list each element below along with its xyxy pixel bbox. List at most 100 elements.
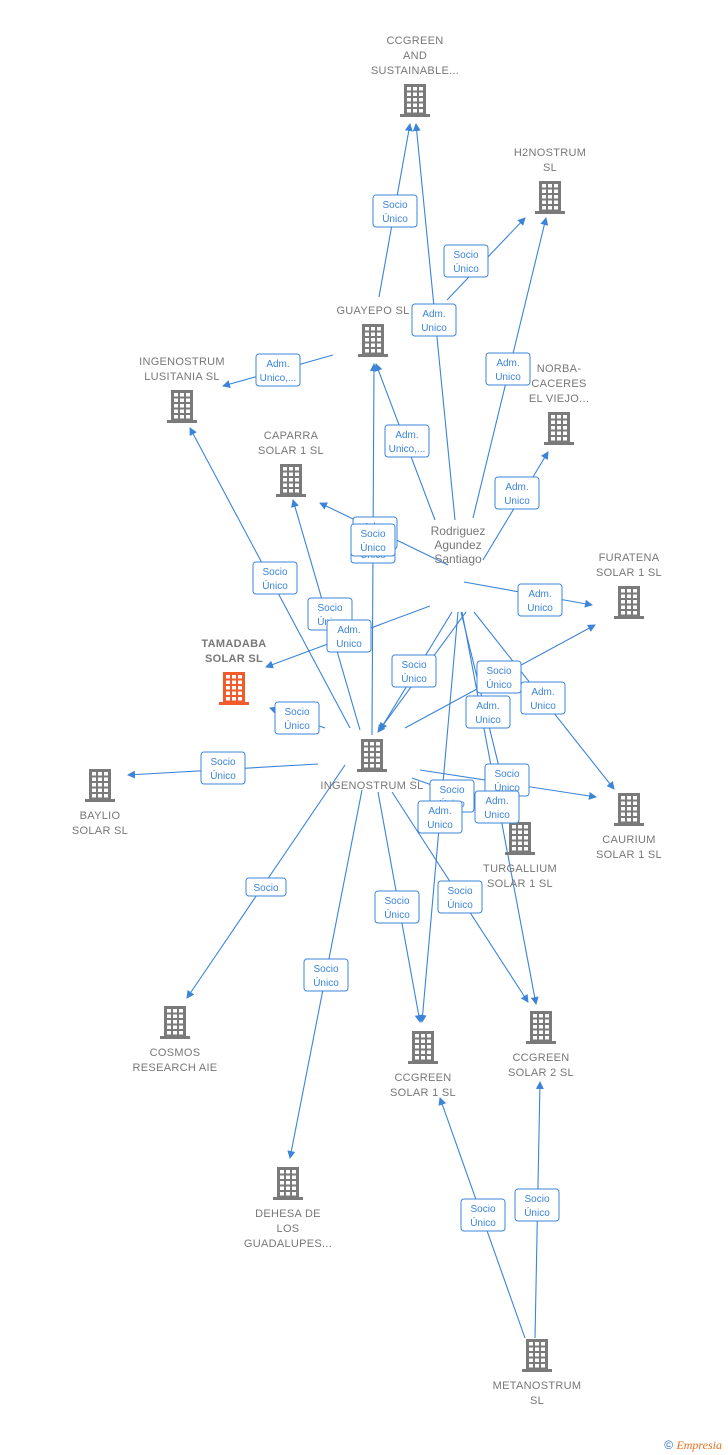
node-label-line: CACERES [531,378,586,390]
edge-label-rodriguez-to-caurium[interactable]: Adm.Unico [520,681,566,715]
edge-label-rodriguez-to-tamadaba[interactable]: Adm.Unico [326,619,372,653]
node-label-line: SOLAR 1 SL [487,878,553,890]
node-label-line: CCGREEN [394,1072,451,1084]
node-tamadaba[interactable]: TAMADABA SOLAR SL [201,638,266,705]
building-icon [400,84,430,117]
edge-label-rodriguez-to-h2nostrum[interactable]: Adm.Unico [485,352,531,386]
edge-label-text: Socio [447,886,472,897]
node-label-line: CCGREEN [386,35,443,47]
node-guayepo[interactable]: GUAYEPO SL [336,305,409,357]
edge-label-text: Adm. [528,589,551,600]
node-label-line: Agundez [434,538,481,552]
building-icon [522,1339,552,1372]
edge-label-text: Adm. [266,359,289,370]
edge-label-rodriguez-to-ccgreen_sust[interactable]: Adm.Unico [411,303,457,337]
edge-label-text: Único [470,1216,496,1229]
brand-logo-text[interactable]: Empresia [676,1438,722,1452]
node-label-line: SOLAR 1 SL [596,567,662,579]
node-label-line: SOLAR 1 SL [390,1087,456,1099]
node-dehesa[interactable]: DEHESA DELOSGUADALUPES... [244,1167,332,1250]
edge-label-text: Socio [401,660,426,671]
edge-label-text: Único [453,262,479,275]
edge-label-text: Socio [317,603,342,614]
edge-label-rodriguez-to-turgallium[interactable]: Adm.Unico [465,695,511,729]
building-icon [526,1011,556,1044]
node-baylio[interactable]: BAYLIO SOLAR SL [72,769,128,837]
node-label-line: DEHESA DE [255,1208,321,1220]
edge-label-text: Unico [495,372,521,383]
node-label-line: RESEARCH AIE [133,1062,218,1074]
edge-label-text: Socio [313,964,338,975]
node-label-line: BAYLIO [80,810,121,822]
footer-credit: © Empresia [664,1438,722,1453]
edge-label-guayepo-to-ingenostrum_lusitania[interactable]: Adm. Unico,... [255,353,301,387]
building-icon [544,412,574,445]
node-ccgreen2[interactable]: CCGREEN SOLAR 2 SL [508,1011,574,1079]
edge-label-rodriguez-to-norba[interactable]: Adm.Unico [494,476,540,510]
edge-label-text: Adm. [428,806,451,817]
node-ccgreen_sust[interactable]: CCGREENANDSUSTAINABLE... [371,35,459,117]
node-label-line: SOLAR 2 SL [508,1067,574,1079]
node-label-line: GUADALUPES... [244,1238,332,1250]
edge-label-rodriguez-to-guayepo[interactable]: Adm. Unico,... [384,424,430,458]
edge-label-text: Unico,... [260,373,297,384]
edge-label-rodriguez-to-furatena[interactable]: Adm. Unico [517,583,563,617]
edge-label-text: Unico [484,810,510,821]
edge-label-text: Adm. [395,430,418,441]
edge-label-text: Socio [494,769,519,780]
building-icon [535,181,565,214]
edge-label-text: Unico [527,603,553,614]
node-label-line: METANOSTRUM [493,1380,582,1392]
edge-label-text: Socio [486,666,511,677]
node-label-line: NORBA- [537,363,582,375]
node-label-line: SOLAR 1 SL [258,445,324,457]
edge-label-rodriguez-to-ccgreen2[interactable]: Adm.Unico [474,790,520,824]
edge-label-text: Socio [210,757,235,768]
edge-label-text: Socio [384,896,409,907]
node-label-line: SOLAR SL [205,653,263,665]
node-label-line: H2NOSTRUM [514,147,586,159]
edge-label-text: Único [486,678,512,691]
edge-label-text: Unico,... [389,444,426,455]
edge-label-text: Unico [530,701,556,712]
edge-label-text: Unico [475,715,501,726]
node-ingenostrum[interactable]: INGENOSTRUM SL [320,739,423,792]
node-label-line: SUSTAINABLE... [371,65,459,77]
building-icon [614,793,644,826]
node-label-line: SOLAR SL [72,825,128,837]
node-ccgreen1[interactable]: CCGREEN SOLAR 1 SL [390,1031,456,1099]
building-icon [273,1167,303,1200]
edge-label-rodriguez-to-ccgreen1[interactable]: Adm.Unico [417,800,463,834]
edge-label-text: Socio [524,1194,549,1205]
edge-label-text: Socio [382,200,407,211]
edge-label-ingenostrum-to-cosmos[interactable]: Socio [245,877,287,897]
node-label-line: TAMADABA [201,638,266,650]
edge-label-text: Unico [421,323,447,334]
node-label-line: CCGREEN [512,1052,569,1064]
building-icon [167,390,197,423]
